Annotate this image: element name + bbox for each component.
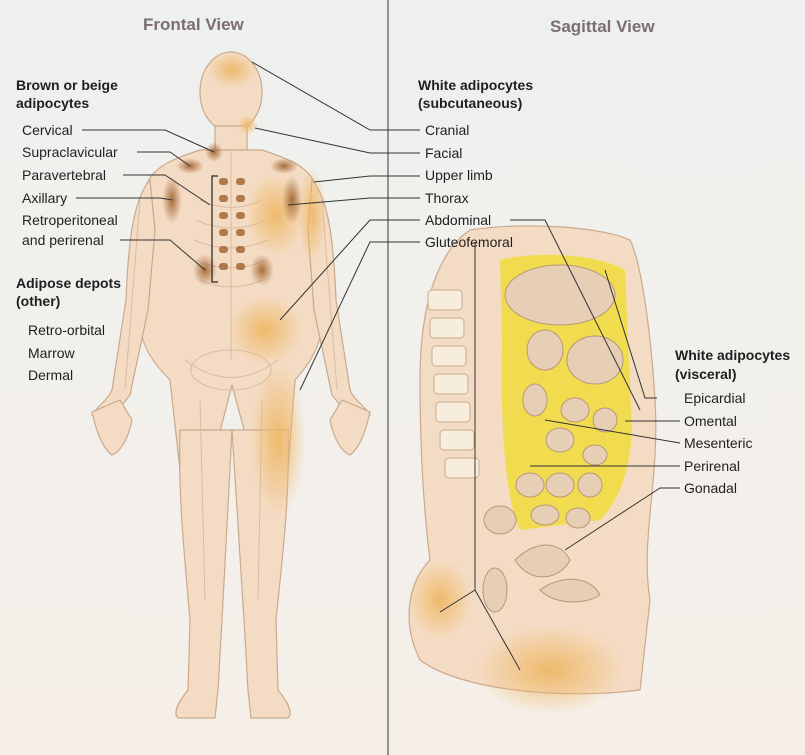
label-axillary: Axillary — [22, 190, 68, 206]
cranial-fat — [208, 52, 256, 88]
abdominal-fat — [227, 295, 303, 365]
sagittal-body — [408, 225, 657, 715]
upper-limb-fat — [298, 167, 326, 263]
label-dermal: Dermal — [28, 367, 74, 383]
label-marrow: Marrow — [28, 345, 75, 361]
label-retroperitoneal: Retroperitoneal — [22, 212, 118, 228]
gluteal-fat — [408, 560, 472, 640]
brown-heading-line1: Brown or beige — [16, 77, 118, 93]
right-hand — [329, 399, 371, 456]
sagittal-spine — [427, 289, 480, 479]
subcutaneous-heading-line1: White adipocytes — [418, 77, 534, 93]
label-retro-orbital: Retro-orbital — [28, 322, 106, 338]
label-paravertebral: Paravertebral — [22, 167, 107, 183]
frontal-view-title: Frontal View — [143, 15, 244, 34]
other-heading-line1: Adipose depots — [16, 275, 122, 291]
perirenal-brown-r — [250, 254, 274, 286]
label-facial: Facial — [425, 145, 463, 161]
label-upper-limb: Upper limb — [425, 167, 493, 183]
label-thorax: Thorax — [425, 190, 469, 206]
subcutaneous-heading-line2: (subcutaneous) — [418, 95, 523, 111]
other-heading-line2: (other) — [16, 293, 61, 309]
label-abdominal: Abdominal — [425, 212, 492, 228]
label-cranial: Cranial — [425, 122, 470, 138]
label-perirenal-visceral: Perirenal — [684, 458, 741, 474]
label-mesenteric: Mesenteric — [684, 435, 753, 451]
supraclavicular-brown-r — [270, 158, 298, 174]
brown-heading-line2: adipocytes — [16, 95, 90, 111]
left-hand — [91, 399, 133, 456]
sagittal-view-title: Sagittal View — [550, 17, 655, 36]
label-gluteofemoral: Gluteofemoral — [425, 234, 513, 250]
label-cervical: Cervical — [22, 122, 73, 138]
label-gonadal: Gonadal — [684, 480, 737, 496]
frontal-white-fat — [208, 52, 326, 518]
visceral-heading-line1: White adipocytes — [675, 347, 791, 363]
label-perirenal-brown: and perirenal — [22, 232, 104, 248]
label-omental: Omental — [684, 413, 737, 429]
femoral-fat — [475, 625, 625, 715]
paravertebral-brown — [219, 178, 245, 270]
axillary-brown-r — [282, 176, 302, 224]
sagittal-organs — [482, 264, 624, 613]
label-supraclavicular: Supraclavicular — [22, 144, 118, 160]
label-epicardial: Epicardial — [684, 390, 746, 406]
gluteofemoral-fat — [250, 362, 306, 518]
visceral-heading-line2: (visceral) — [675, 366, 737, 382]
frontal-brown-fat — [162, 142, 302, 286]
paravertebral-bracket — [211, 175, 218, 283]
facial-fat — [238, 115, 258, 135]
leader-lines — [76, 61, 681, 671]
